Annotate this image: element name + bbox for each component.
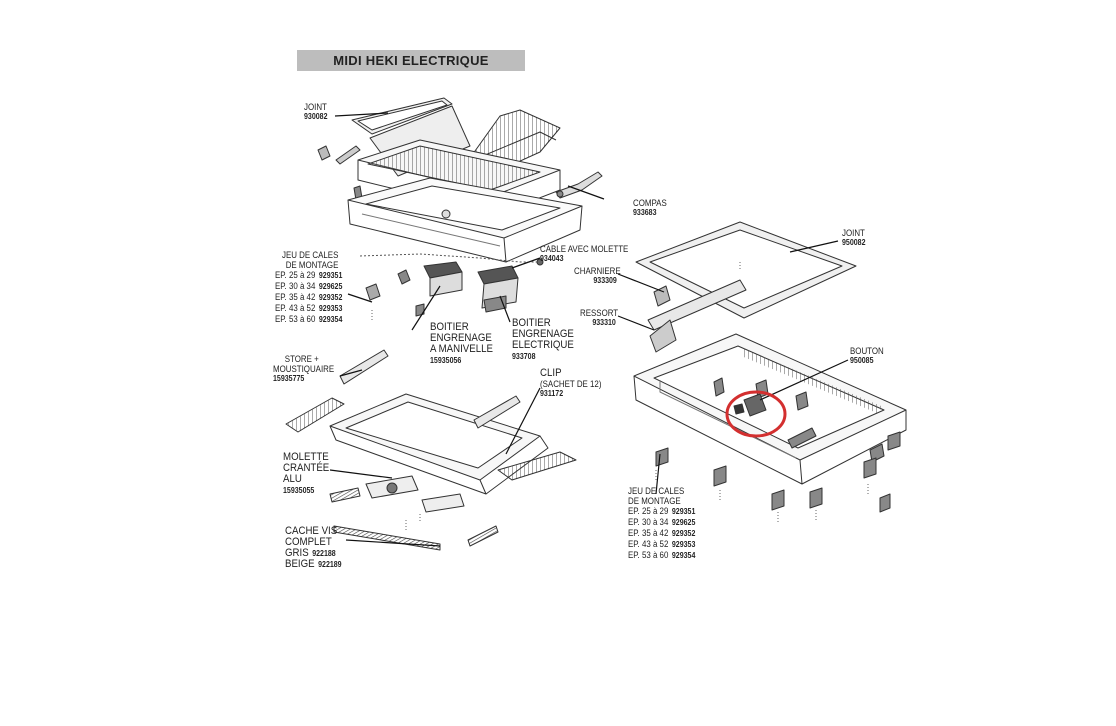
inner-trim-frame bbox=[329, 393, 549, 495]
label-ressort: RESSORT 933310 bbox=[580, 308, 619, 327]
store-blind bbox=[285, 349, 577, 481]
clip-strip bbox=[473, 395, 521, 429]
screws bbox=[371, 262, 869, 530]
hinge-strip-right bbox=[647, 279, 747, 353]
joint-left-seal bbox=[351, 97, 453, 135]
cable-with-knob bbox=[359, 253, 544, 266]
joint-right-seal bbox=[635, 221, 857, 319]
label-joint-right: JOINT 950082 bbox=[842, 228, 866, 247]
molette-knob bbox=[365, 475, 465, 513]
gearbox-manual bbox=[423, 261, 463, 297]
leader-lines bbox=[329, 112, 849, 547]
inner-frame-left bbox=[347, 177, 583, 263]
label-store: STORE + MOUSTIQUAIRE 15935775 bbox=[273, 354, 335, 383]
label-clip: CLIP (SACHET DE 12) 931172 bbox=[540, 367, 602, 399]
label-boitier-manivelle: BOITIER ENGRENAGE A MANIVELLE 15935056 bbox=[430, 321, 493, 366]
label-cable: CABLE AVEC MOLETTE 934043 bbox=[540, 244, 629, 263]
gearbox-electric bbox=[477, 265, 519, 313]
frame-right bbox=[633, 333, 907, 485]
small-clips-left bbox=[365, 269, 425, 317]
label-joint-left: JOINT 930082 bbox=[304, 102, 328, 121]
title-bar bbox=[297, 50, 525, 71]
label-bouton: BOUTON 950085 bbox=[850, 346, 884, 365]
compas-arm bbox=[555, 171, 603, 199]
label-molette: MOLETTE CRANTÉE ALU 15935055 bbox=[283, 451, 330, 496]
label-boitier-electrique: BOITIER ENGRENAGE ELECTRIQUE 933708 bbox=[512, 317, 574, 362]
label-charniere: CHARNIERE 933309 bbox=[574, 266, 621, 285]
frame-clips-right bbox=[713, 377, 885, 463]
label-compas: COMPAS 933683 bbox=[633, 198, 667, 217]
bouton-highlight-circle bbox=[725, 390, 787, 438]
mounting-shims-right bbox=[655, 431, 901, 513]
diagram-title: MIDI HEKI ELECTRIQUE bbox=[333, 53, 489, 68]
